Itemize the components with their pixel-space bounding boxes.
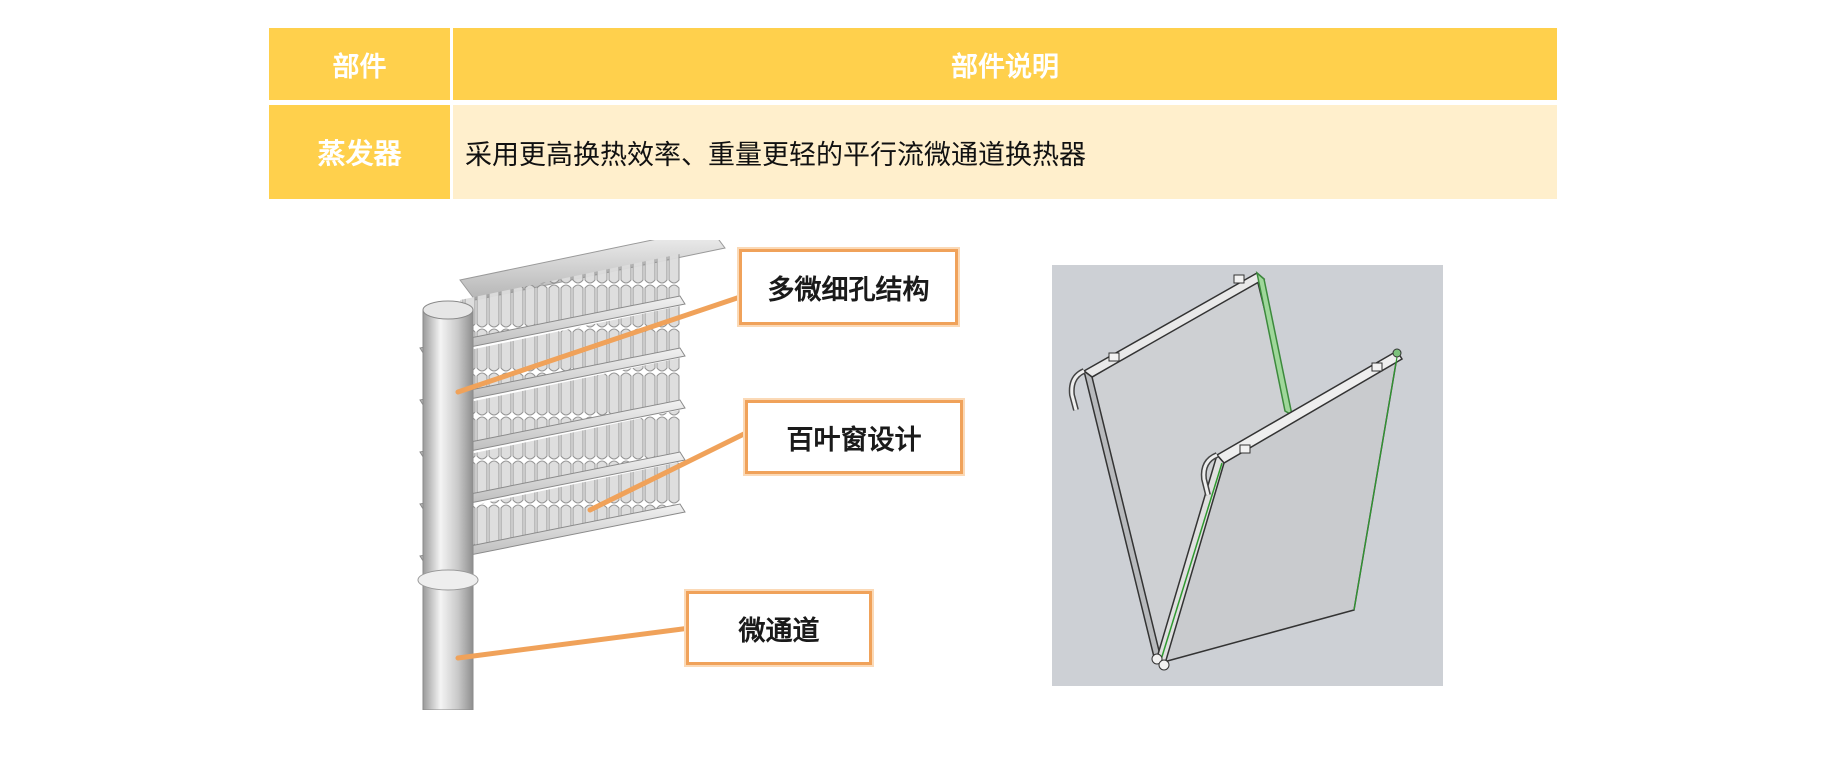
table-row: 蒸发器 采用更高换热效率、重量更轻的平行流微通道换热器	[269, 105, 1557, 199]
evaporator-3d-render	[1052, 265, 1443, 686]
spec-table: 部件 部件说明 蒸发器 采用更高换热效率、重量更轻的平行流微通道换热器	[269, 28, 1557, 199]
row-description-cell: 采用更高换热效率、重量更轻的平行流微通道换热器	[453, 105, 1557, 199]
top-flat-tube	[459, 240, 726, 301]
microchannel-evaporator-illustration	[417, 240, 755, 710]
evaporator-3d-drawing	[1068, 271, 1404, 671]
header-part: 部件	[269, 28, 453, 100]
callout-leaders	[455, 292, 755, 661]
table-header-row: 部件 部件说明	[269, 28, 1557, 100]
front-panel	[1155, 349, 1404, 669]
row-part-cell: 蒸发器	[269, 105, 453, 199]
flat-tubes	[419, 295, 686, 565]
header-tube	[422, 309, 474, 710]
back-panel	[1082, 271, 1294, 665]
pipe-fittings	[1108, 274, 1402, 671]
louvered-fins	[460, 254, 680, 552]
header-description: 部件说明	[453, 28, 1557, 100]
callout-microchannel: 微通道	[686, 591, 872, 665]
row-gap	[269, 100, 1557, 105]
callout-porous-structure: 多微细孔结构	[739, 249, 958, 325]
callout-louver-design: 百叶窗设计	[745, 400, 963, 474]
